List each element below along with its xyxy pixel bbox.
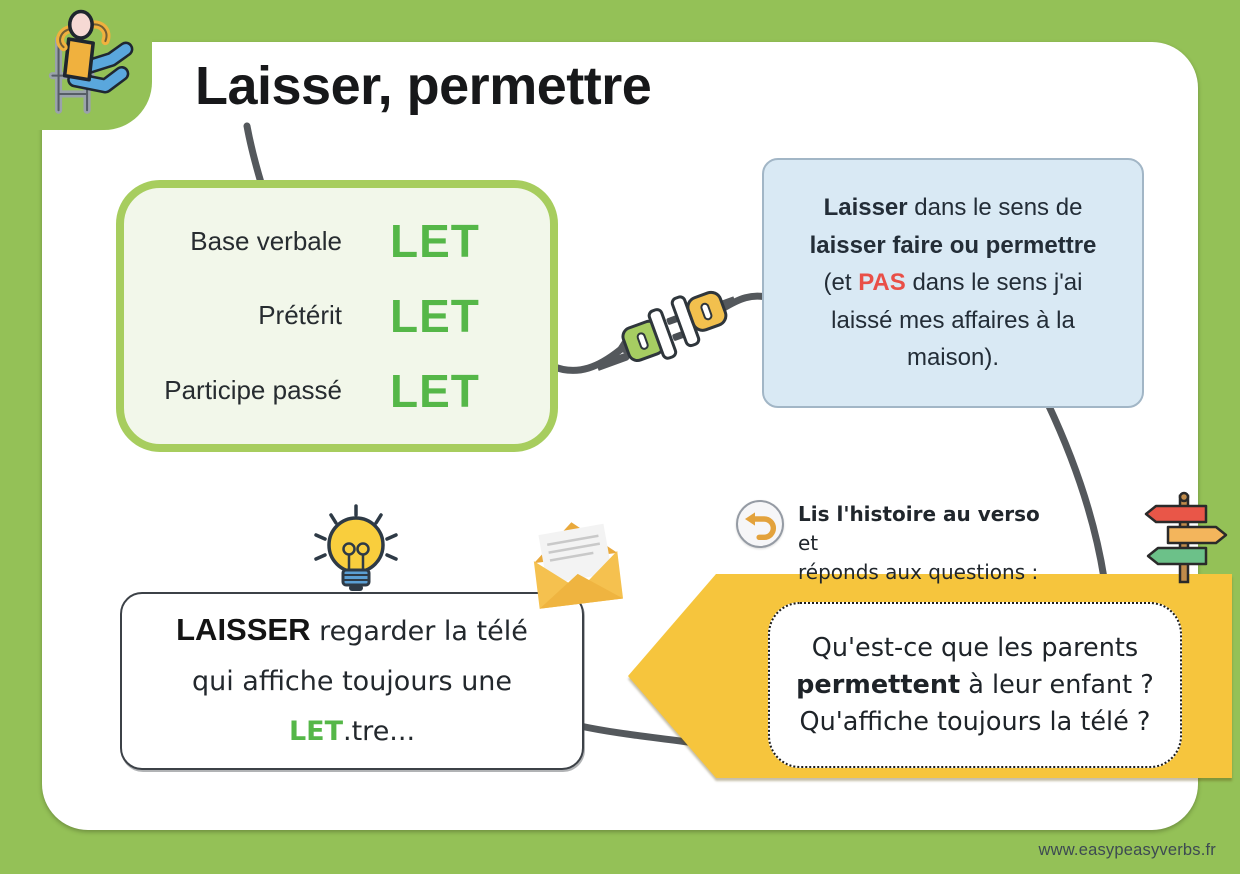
verb-form-value: LET: [390, 289, 480, 342]
verb-form-label: Base verbale: [190, 225, 342, 256]
example-let: LET: [288, 716, 344, 747]
reminder-row: Lis l'histoire au verso et réponds aux q…: [736, 500, 1066, 587]
page-title: Laisser, permettre: [195, 56, 652, 116]
table-row: Participe passé LET: [124, 364, 550, 418]
question-box: Qu'est-ce que les parents permettent à l…: [768, 602, 1182, 768]
reminder-text: Lis l'histoire au verso et réponds aux q…: [798, 502, 1040, 584]
meaning-note: Laisser dans le sens de laisser faire ou…: [762, 158, 1144, 408]
verb-form-value: LET: [390, 215, 480, 268]
site-url: www.easypeasyverbs.fr: [1038, 841, 1216, 859]
example-sentence-box: LAISSER regarder la télé qui affiche tou…: [120, 592, 584, 770]
example-verb: LAISSER: [176, 612, 311, 647]
lightbulb-icon: [308, 503, 404, 599]
signpost-icon: [1142, 490, 1228, 584]
verb-table: Base verbale LET Prétérit LET Participe …: [116, 180, 558, 452]
meaning-bold: laisser faire ou permettre: [809, 231, 1097, 259]
undo-arrow-icon: [736, 500, 784, 548]
envelope-icon: [523, 507, 630, 614]
table-row: Prétérit LET: [124, 289, 550, 343]
table-row: Base verbale LET: [124, 214, 550, 268]
verb-form-label: Participe passé: [164, 375, 342, 406]
pas-warning: PAS: [858, 269, 906, 297]
question-bold: permettent: [796, 669, 961, 700]
verb-form-label: Prétérit: [258, 300, 342, 331]
person-relaxing-icon: [28, 8, 140, 126]
plug-connection-icon: [577, 259, 751, 397]
meaning-bold: Laisser: [823, 194, 908, 222]
verb-form-value: LET: [390, 364, 480, 417]
